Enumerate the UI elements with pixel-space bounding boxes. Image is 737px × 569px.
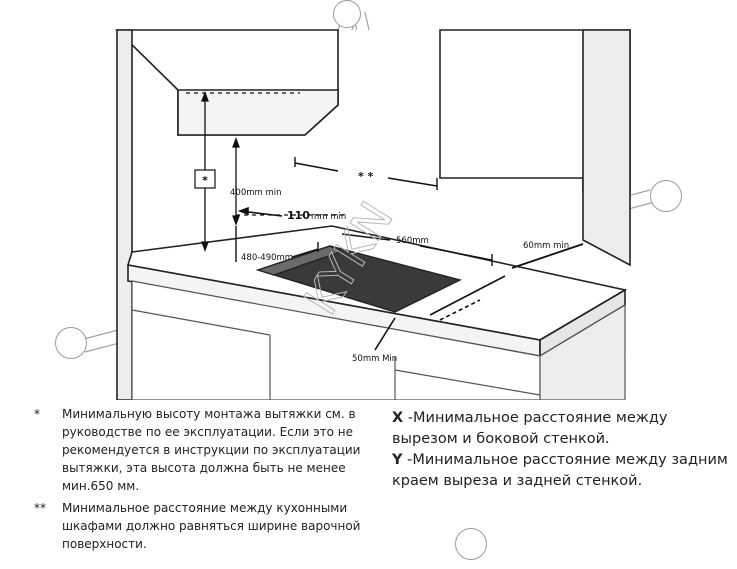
double-star-label: * *	[358, 170, 374, 183]
notes-list: * Минимальную высоту монтажа вытяжки см.…	[34, 405, 364, 553]
watermark-circle-left	[55, 327, 87, 359]
gap-110-unit: mm min	[311, 212, 346, 222]
star-label: *	[202, 174, 208, 187]
legend-x-text: -Минимальное расстояние между вырезом и …	[392, 410, 668, 447]
cabinet-gap-dimension	[294, 157, 438, 190]
cutout-width-label: 560mm	[396, 236, 429, 246]
legend-x: X -Минимальное расстояние между вырезом …	[392, 408, 732, 450]
note-star-text: Минимальную высоту монтажа вытяжки см. в…	[62, 407, 361, 493]
gap-110-value: 110	[287, 209, 310, 222]
cutout-depth-dimension	[235, 226, 319, 262]
left-side-wall	[116, 29, 133, 400]
note-star-mark: *	[34, 407, 40, 421]
cutout-depth-label: 480-490mm	[241, 253, 293, 263]
note-double-star: ** Минимальное расстояние между кухонным…	[34, 499, 364, 553]
legend: X -Минимальное расстояние между вырезом …	[392, 408, 732, 492]
gap-110-dimension	[237, 206, 283, 217]
watermark-circle-bottom	[455, 528, 487, 560]
hood-min-dimension	[232, 137, 345, 226]
side-min-label: 60mm min	[523, 241, 569, 251]
legend-y: Y -Минимальное расстояние между задним к…	[392, 450, 732, 492]
cutout-width-dimension	[341, 233, 493, 266]
installation-diagram: * 400mm min * * 110 mm min 480-490mm 560…	[79, 11, 656, 400]
front-min-label: 50mm Min	[352, 354, 397, 364]
legend-y-key: Y	[392, 452, 403, 468]
side-min-dimension	[511, 243, 584, 269]
legend-x-key: X	[392, 410, 404, 426]
watermark-circle-top	[333, 0, 361, 28]
star-label-box	[194, 169, 216, 189]
hob-cutout	[255, 245, 462, 313]
left-wall-cabinet	[115, 29, 339, 136]
front-margin-lines	[374, 275, 506, 351]
watermark-circle-right	[650, 180, 682, 212]
base-cabinets	[131, 280, 626, 400]
right-wall-cabinet	[439, 29, 631, 267]
hood-min-label: 400mm min	[230, 188, 282, 198]
note-double-star-mark: **	[34, 501, 46, 515]
note-star: * Минимальную высоту монтажа вытяжки см.…	[34, 405, 364, 495]
legend-y-text: -Минимальное расстояние между задним кра…	[392, 452, 728, 489]
note-double-star-text: Минимальное расстояние между кухонными ш…	[62, 501, 361, 551]
